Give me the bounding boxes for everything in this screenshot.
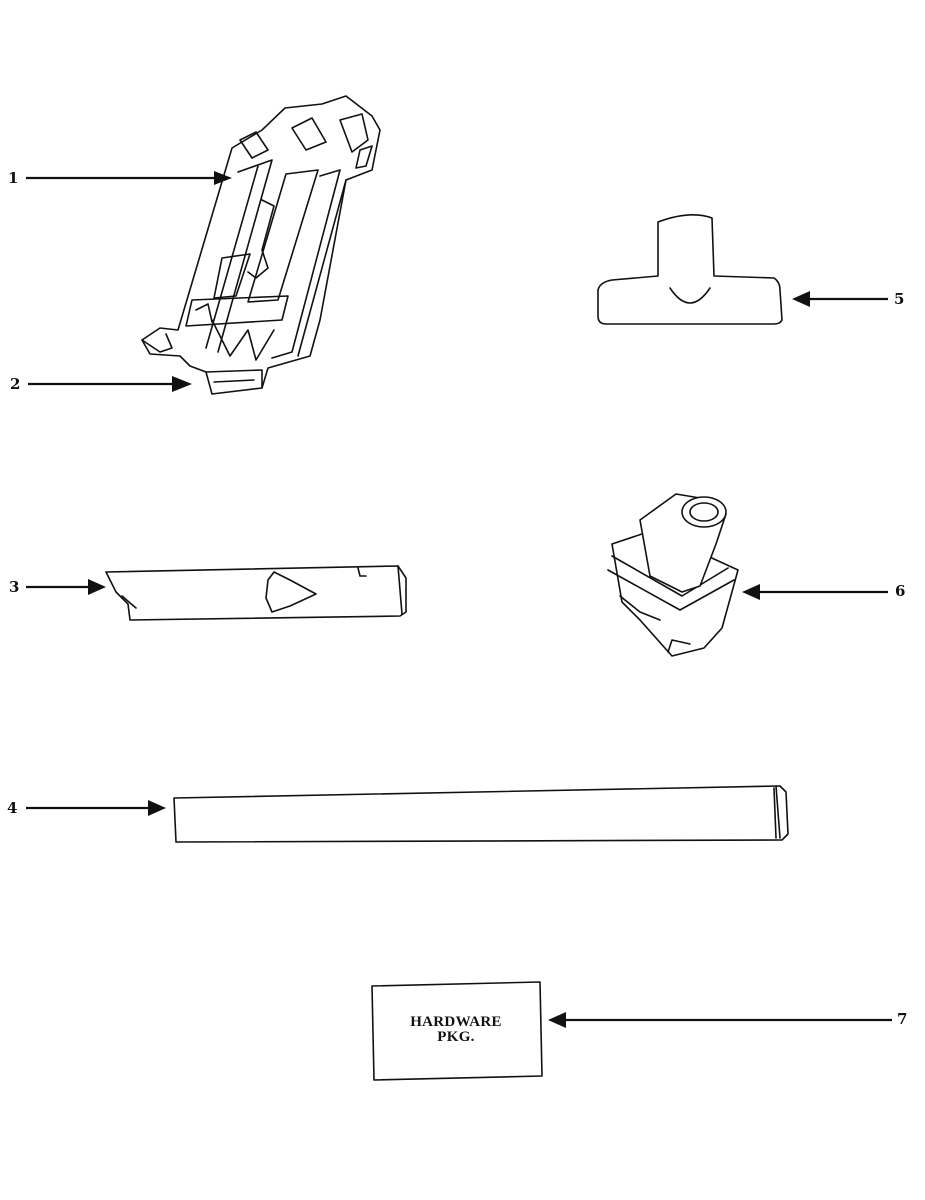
crevice-tool-part <box>105 565 407 621</box>
callout-7: 7 <box>897 1010 908 1028</box>
callout-2: 2 <box>10 375 21 393</box>
hardware-package-part <box>371 981 543 1081</box>
leader-arrows <box>26 171 892 1028</box>
callout-6: 6 <box>895 582 906 600</box>
callout-3: 3 <box>9 578 20 596</box>
callout-5: 5 <box>894 290 905 308</box>
callout-4: 4 <box>7 799 18 817</box>
hardware-package-line2: PKG. <box>437 1029 475 1046</box>
base-frame-part <box>141 95 381 395</box>
callout-1: 1 <box>8 169 19 187</box>
hardware-package-label: HARDWARE PKG. <box>370 1014 542 1046</box>
hardware-package-line1: HARDWARE <box>410 1014 502 1030</box>
upholstery-tool-part <box>597 214 783 325</box>
extension-wand-part <box>173 785 789 843</box>
dusting-brush-part <box>607 493 739 657</box>
